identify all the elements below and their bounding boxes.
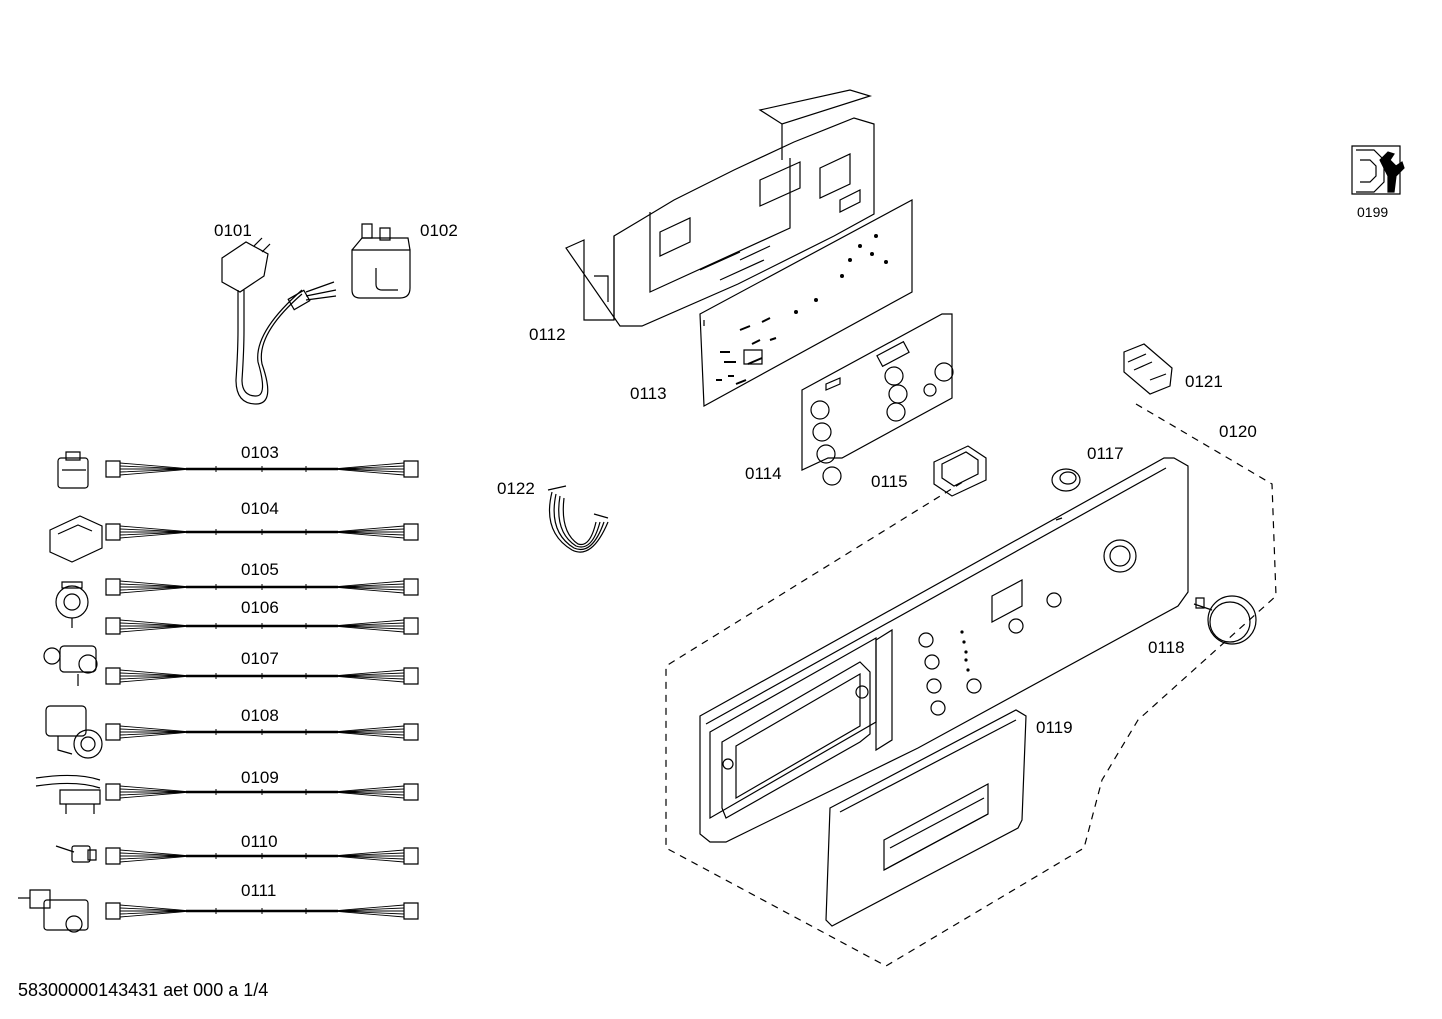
component-water-valve	[18, 890, 88, 932]
operating-pcb-0114	[802, 314, 953, 485]
wiring-harness-group	[106, 461, 418, 919]
wiring-harness	[106, 579, 418, 595]
wiring-harness	[106, 724, 418, 740]
label-0106: 0106	[241, 598, 279, 617]
service-wrench-icon	[1352, 146, 1404, 194]
wiring-harness	[106, 848, 418, 864]
component-pressure-switch	[56, 582, 88, 628]
label-0101: 0101	[214, 221, 252, 240]
label-0114: 0114	[745, 464, 782, 483]
label-0107: 0107	[241, 649, 279, 668]
label-0122: 0122	[497, 479, 535, 498]
label-0108: 0108	[241, 706, 279, 725]
wiring-harness	[106, 784, 418, 800]
component-drain-pump	[44, 646, 97, 686]
document-footer-code: 58300000143431 aet 000 a 1/4	[18, 980, 269, 1000]
label-0102: 0102	[420, 221, 458, 240]
control-panel-outline-0120	[666, 404, 1276, 966]
component-door-lock	[58, 452, 88, 488]
label-0120: 0120	[1219, 422, 1257, 441]
label-0112: 0112	[529, 325, 566, 344]
front-panel-0120	[700, 458, 1188, 842]
label-0119: 0119	[1036, 718, 1073, 737]
wiring-harness	[106, 668, 418, 684]
label-0115: 0115	[871, 472, 908, 491]
component-temperature-sensor	[56, 846, 96, 862]
label-0121: 0121	[1185, 372, 1223, 391]
detergent-drawer-0119	[826, 710, 1026, 926]
label-0117: 0117	[1087, 444, 1124, 463]
module-housing-0112	[566, 90, 874, 326]
component-heating-element	[36, 775, 100, 814]
connector-0121	[1124, 344, 1172, 394]
main-pcb-0113	[700, 200, 912, 406]
label-0110: 0110	[241, 832, 278, 851]
wiring-harness	[106, 903, 418, 919]
component-circulation-pump	[46, 706, 102, 758]
label-0118: 0118	[1148, 638, 1185, 657]
label-0113: 0113	[630, 384, 667, 403]
power-cable-0101	[222, 238, 336, 404]
component-door-switch	[50, 516, 102, 562]
rotary-knob-0118	[1194, 596, 1256, 644]
display-0115	[934, 446, 986, 496]
wiring-harness	[106, 461, 418, 477]
label-0111: 0111	[241, 881, 277, 900]
ribbon-cable-0122	[548, 486, 608, 552]
wiring-harness	[106, 618, 418, 634]
button-cap-0117	[1052, 469, 1080, 491]
label-0199: 0199	[1357, 204, 1389, 220]
wiring-harness	[106, 524, 418, 540]
label-0103: 0103	[241, 443, 279, 462]
interference-filter-0102	[352, 224, 410, 298]
label-0105: 0105	[241, 560, 279, 579]
label-0109: 0109	[241, 768, 279, 787]
label-0104: 0104	[241, 499, 279, 518]
